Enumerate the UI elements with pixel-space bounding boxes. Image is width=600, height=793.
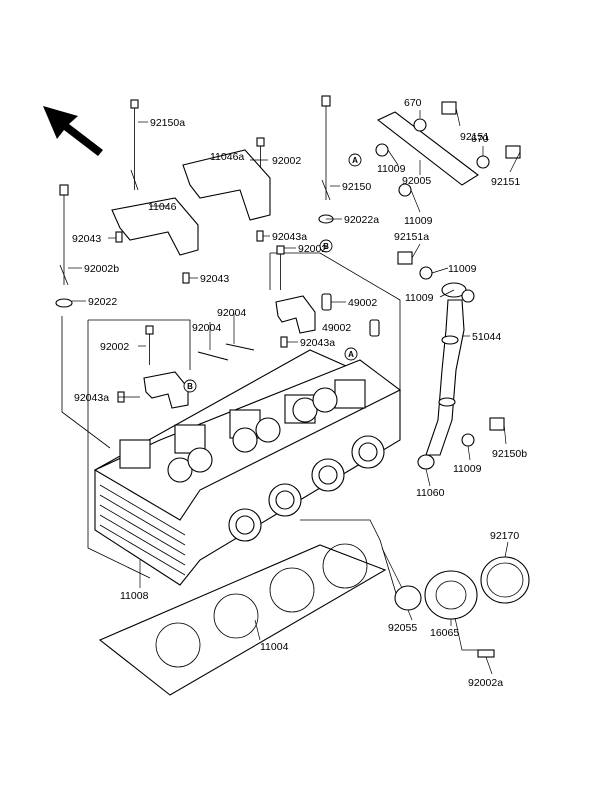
label-92043a-top: 92043a	[272, 231, 307, 243]
bolt-92002-left	[145, 325, 154, 365]
cam-cap-mid	[275, 295, 316, 334]
label-670-b: 670	[471, 133, 489, 145]
label-49002-b: 49002	[322, 322, 351, 334]
copper-washers	[375, 118, 490, 470]
label-92151a: 92151a	[394, 231, 429, 243]
label-11008: 11008	[120, 590, 149, 602]
cam-cap-11046a	[182, 149, 271, 221]
label-92004-a: 92004	[217, 307, 246, 319]
stud-bolt-92002b	[59, 184, 69, 286]
label-51044: 51044	[472, 331, 501, 343]
label-92043-mid: 92043	[200, 273, 229, 285]
cylinder-head	[93, 349, 402, 586]
label-92170: 92170	[490, 530, 519, 542]
svg-text:A: A	[348, 350, 354, 359]
ref-tag-a-head: A	[344, 347, 358, 361]
front-direction-arrow-icon	[43, 106, 103, 156]
label-92004-b: 92004	[192, 322, 221, 334]
label-92151-b: 92151	[491, 176, 520, 188]
oil-pipe-assembly	[376, 111, 479, 456]
label-92150: 92150	[342, 181, 371, 193]
assembly-outline	[61, 252, 408, 601]
label-92005: 92005	[402, 175, 431, 187]
studs-92004	[197, 343, 255, 361]
o-ring-92055	[394, 585, 422, 611]
head-gasket	[98, 543, 387, 696]
svg-text:B: B	[323, 242, 329, 251]
label-11046a: 11046a	[210, 151, 244, 163]
stud-bolt-92150a	[130, 99, 139, 191]
label-11009-e: 11009	[453, 463, 482, 475]
label-92002-mid: 92002	[298, 243, 327, 255]
label-11009-a: 11009	[377, 163, 406, 175]
label-92043a-left: 92043a	[74, 392, 109, 404]
bolt-92002a	[477, 649, 495, 658]
clamp-92170	[480, 556, 530, 604]
washer-92022	[55, 298, 73, 308]
ref-tag-b-top: B	[319, 239, 333, 253]
label-11009-b: 11009	[404, 215, 433, 227]
label-92002b: 92002b	[84, 263, 119, 275]
label-92043-left: 92043	[72, 233, 101, 245]
ref-tag-b-head: B	[183, 379, 197, 393]
label-92002-top: 92002	[272, 155, 301, 167]
label-92150b: 92150b	[492, 448, 527, 460]
label-92043a-mid: 92043a	[300, 337, 335, 349]
label-49002-a: 49002	[348, 297, 377, 309]
label-11004: 11004	[260, 641, 289, 653]
bolt-92002-mid	[276, 245, 285, 290]
label-92022: 92022	[88, 296, 117, 308]
label-92022a: 92022a	[344, 214, 379, 226]
ref-tag-a-top: A	[348, 153, 362, 167]
label-92002a: 92002a	[468, 677, 503, 689]
cam-cap-11046	[111, 197, 199, 256]
label-670-a: 670	[404, 97, 422, 109]
cam-cap-left	[143, 371, 189, 409]
stud-bolt-92150	[321, 95, 331, 201]
dowel-pins	[115, 230, 288, 403]
label-16065: 16065	[430, 627, 459, 639]
label-11046: 11046	[148, 201, 177, 213]
label-11060: 11060	[416, 487, 445, 499]
svg-text:A: A	[352, 156, 358, 165]
label-92151-a: 92151	[460, 131, 489, 143]
leader-lines	[68, 107, 521, 675]
svg-text:B: B	[187, 382, 193, 391]
banjo-bolts	[397, 101, 521, 431]
part-labels: 92150a 11046a 92002 11046 92043 92002b 9…	[72, 97, 527, 689]
label-11009-c: 11009	[448, 263, 477, 275]
label-92150a: 92150a	[150, 117, 185, 129]
label-92055: 92055	[388, 622, 417, 634]
label-11009-d: 11009	[405, 292, 434, 304]
holder-16065	[424, 570, 478, 620]
label-92002-left: 92002	[100, 341, 129, 353]
